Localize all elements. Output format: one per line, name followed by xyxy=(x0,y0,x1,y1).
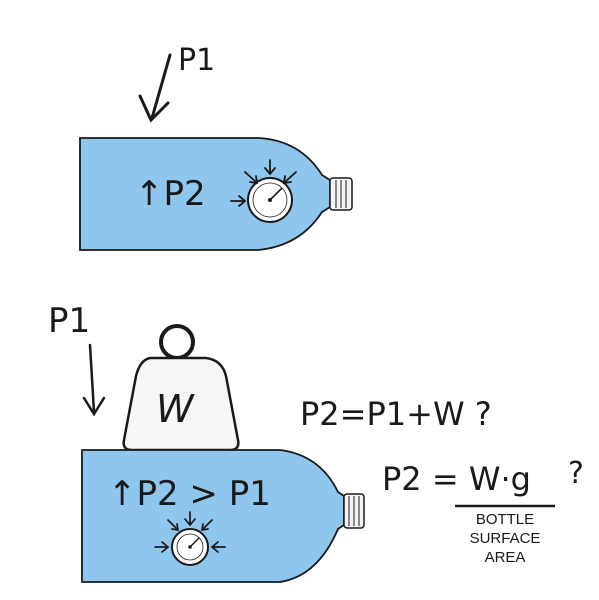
weight-icon: W xyxy=(122,324,240,452)
top-gauge-arrows xyxy=(230,159,297,207)
denominator-line-3: AREA xyxy=(485,549,526,566)
bottom-p2-relation: ↑P2 > P1 xyxy=(108,474,271,514)
top-p1-arrow xyxy=(138,53,172,123)
top-p1-label: P1 xyxy=(178,43,215,78)
denominator-line-2: SURFACE xyxy=(470,530,541,547)
top-cap-threads xyxy=(335,180,347,208)
hypothesis-2-question: ? xyxy=(568,456,584,491)
denominator-line-1: BOTTLE xyxy=(476,511,534,528)
bottom-gauge-arrows xyxy=(154,511,226,553)
hypothesis-1: P2=P1+W ? xyxy=(300,395,492,433)
bottom-bottle-body xyxy=(81,449,345,583)
bottom-cap-threads xyxy=(348,496,360,526)
bottom-bottle xyxy=(81,449,365,583)
top-scene: P1 ↑P2 xyxy=(79,43,353,251)
bottom-gauge xyxy=(171,528,209,566)
bottom-p1-arrow xyxy=(82,343,106,417)
hypothesis-2-numerator: P2 = W·g xyxy=(382,460,531,498)
top-gauge xyxy=(247,177,293,223)
top-p2-label: ↑P2 xyxy=(135,174,206,214)
top-bottle xyxy=(79,137,353,251)
weight-handle xyxy=(159,324,195,360)
weight-label: W xyxy=(156,387,195,431)
bottom-scene: P1 W ↑P2 > P1 xyxy=(48,301,584,583)
bottom-p1-label: P1 xyxy=(48,301,90,341)
